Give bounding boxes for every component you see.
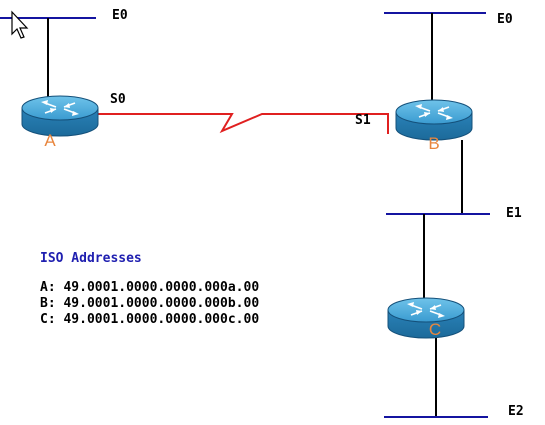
router-icon: [21, 95, 99, 137]
router-c-label: C: [428, 320, 442, 339]
iso-address-b: B: 49.0001.0000.0000.000b.00: [40, 296, 260, 311]
iso-address-c: C: 49.0001.0000.0000.000c.00: [40, 312, 260, 327]
interface-label-b-s1: S1: [355, 113, 371, 128]
interface-label-c-e2: E2: [508, 404, 524, 419]
router-a-label: A: [44, 131, 56, 150]
mouse-pointer-icon: [11, 10, 29, 39]
interface-label-b-e0: E0: [497, 12, 513, 27]
interface-label-b-e1: E1: [506, 206, 522, 221]
iso-address-a: A: 49.0001.0000.0000.000a.00: [40, 280, 260, 295]
interface-label-a-s0: S0: [110, 92, 126, 107]
router-b-label: B: [428, 134, 440, 153]
serial-link-a-b: [96, 113, 389, 134]
interface-label-a-e0: E0: [112, 8, 128, 23]
legend-title: ISO Addresses: [40, 251, 142, 266]
iso-address-legend: ISO Addresses A: 49.0001.0000.0000.000a.…: [40, 251, 259, 328]
